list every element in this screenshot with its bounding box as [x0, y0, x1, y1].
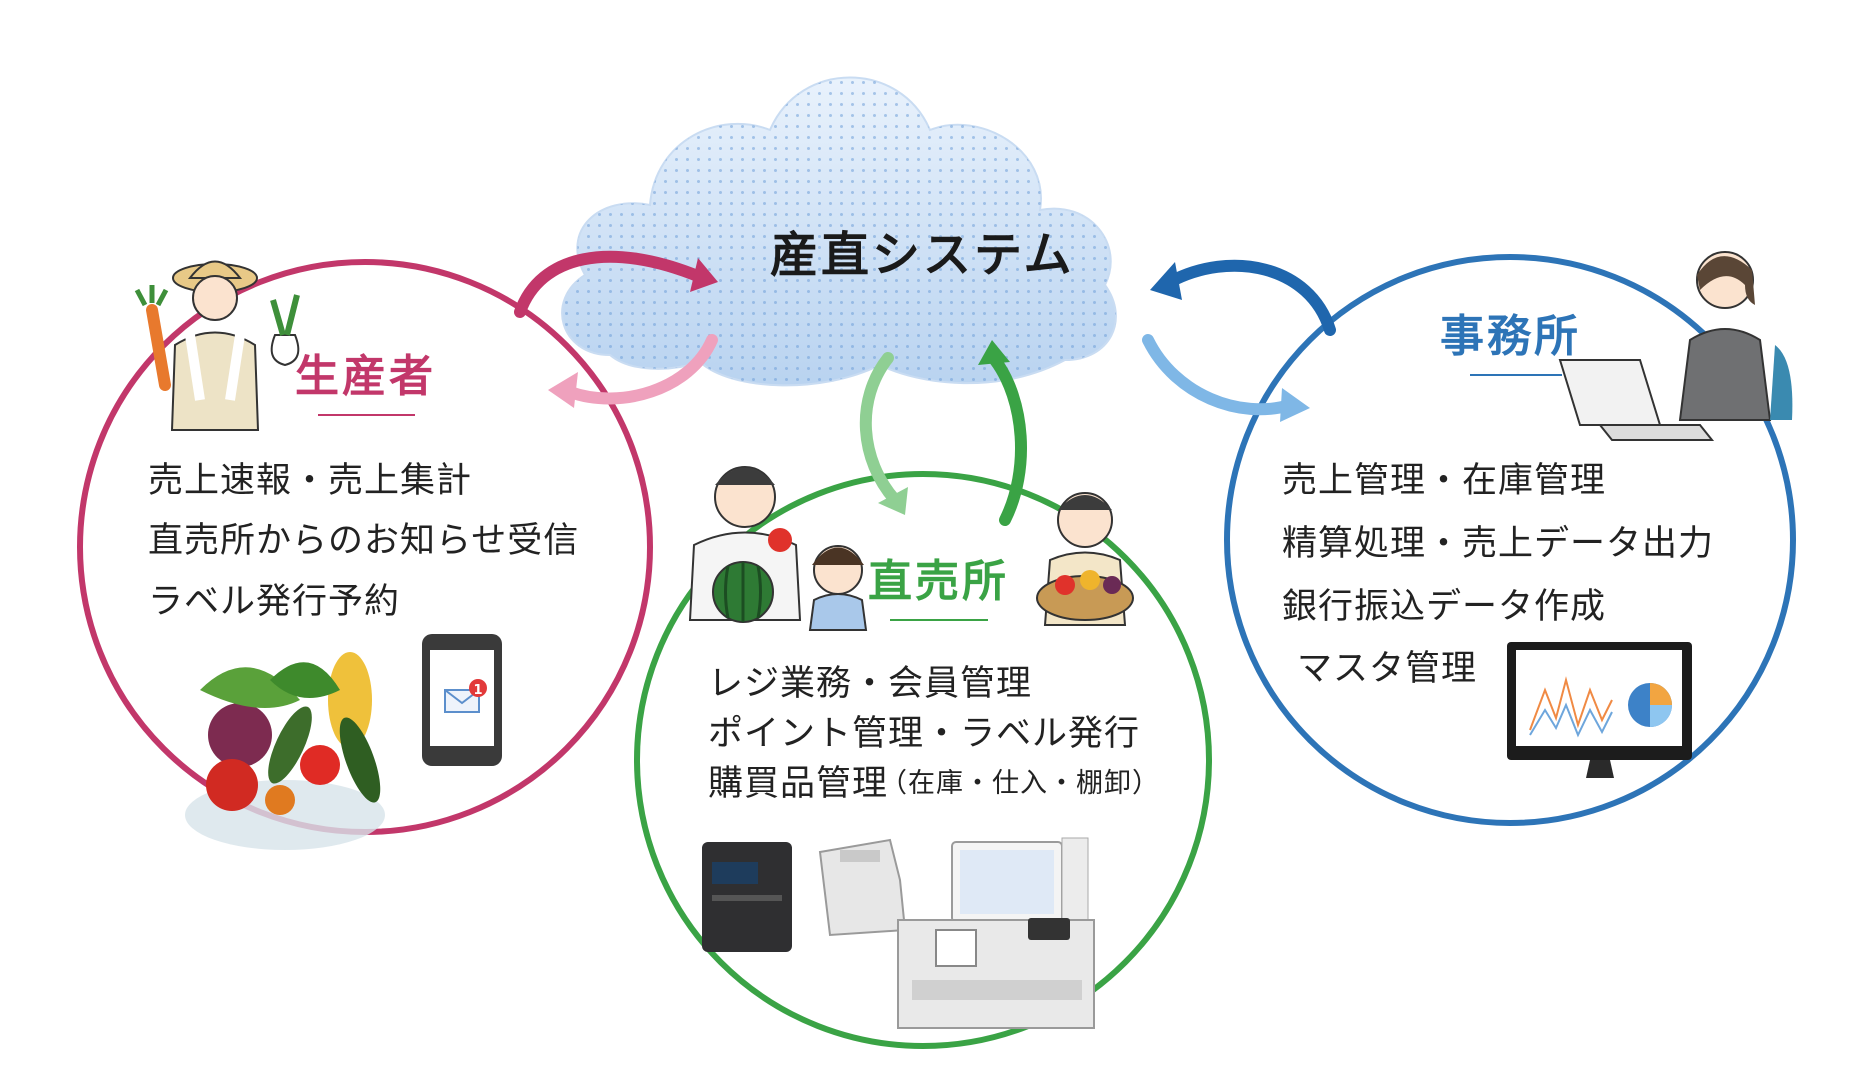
producer-item-1: 売上速報・売上集計 [148, 461, 473, 501]
smartphone-mail-icon [422, 634, 502, 766]
office-sync-arrows [1142, 259, 1336, 422]
store-heading: 直売所 [868, 556, 1009, 607]
store-item-3: 購買品管理 [708, 764, 889, 804]
producer-heading: 生産者 [295, 351, 436, 402]
label-printer [702, 842, 792, 952]
producer-item-3: ラベル発行予約 [148, 582, 401, 622]
store-circle [634, 471, 1212, 1049]
store-sync-arrows [859, 340, 1028, 526]
monitor-chart [1507, 642, 1692, 778]
family-illustration [688, 466, 1134, 631]
vegetable-basket [185, 652, 385, 850]
store-item-2: ポイント管理・ラベル発行 [708, 714, 1141, 754]
pos-register [897, 837, 1095, 1029]
store-item-3-detail: （在庫・仕入・棚卸） [880, 768, 1160, 799]
producer-sync-arrows [514, 250, 718, 408]
cloud-title: 産直システム [770, 227, 1075, 283]
office-heading: 事務所 [1440, 311, 1581, 362]
store-item-1: レジ業務・会員管理 [708, 664, 1033, 704]
office-item-3: 銀行振込データ作成 [1282, 587, 1607, 627]
office-circle [1224, 254, 1796, 826]
office-item-4: マスタ管理 [1297, 649, 1478, 689]
office-item-1: 売上管理・在庫管理 [1282, 461, 1607, 501]
office-worker-illustration [1558, 251, 1793, 441]
cloud-shape [561, 76, 1117, 387]
receipt-printer [818, 838, 907, 937]
farmer-illustration [134, 260, 300, 431]
office-item-2: 精算処理・売上データ出力 [1282, 524, 1715, 564]
producer-item-2: 直売所からのお知らせ受信 [148, 521, 580, 561]
notification-badge: 1 [473, 683, 482, 698]
